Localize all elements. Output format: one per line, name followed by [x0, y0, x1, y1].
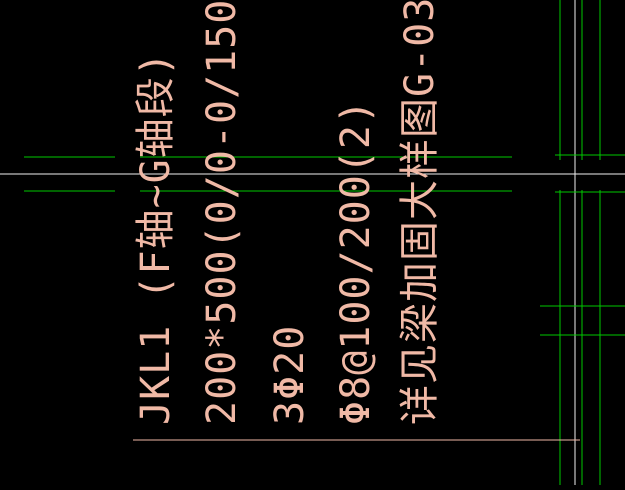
- beam-label-line-3: 3Φ20: [267, 324, 313, 425]
- beam-label-line-1: JKL1 (F轴~G轴段): [133, 51, 179, 425]
- beam-label-line-4: Φ8@100/200(2): [333, 98, 379, 425]
- beam-label-line-2: 200*500(0/0-0/150): [199, 0, 245, 425]
- beam-label-line-5: 详见梁加固大样图G-03: [397, 0, 443, 425]
